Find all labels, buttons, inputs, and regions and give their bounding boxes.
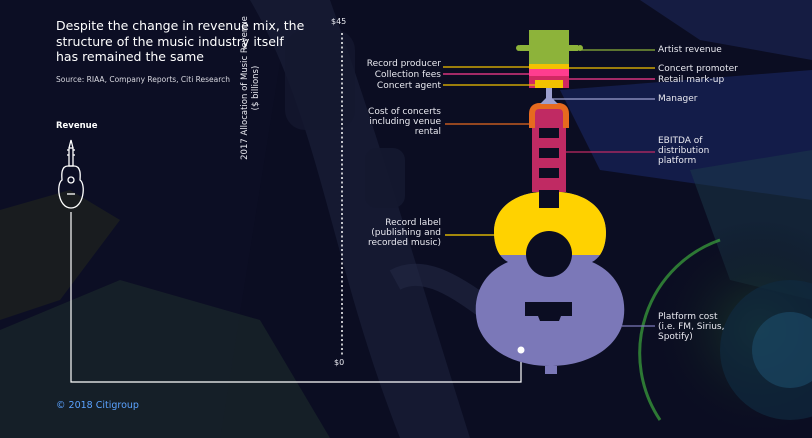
label-concerts-cost: Cost of concerts including venue rental — [300, 107, 441, 137]
label-platform-line2: (i.e. FM, Sirius, — [658, 322, 725, 332]
guitar-icon — [58, 139, 84, 209]
label-ebitda-line1: EBITDA of — [658, 136, 703, 146]
source-note: Source: RIAA, Company Reports, Citi Rese… — [56, 75, 231, 84]
end-pin — [545, 366, 557, 374]
label-ebitda-line3: platform — [658, 156, 697, 166]
label-concerts-line1: Cost of concerts — [368, 107, 441, 117]
label-record-label: Record label (publishing and recorded mu… — [300, 218, 441, 248]
label-ebitda: EBITDA of distribution platform — [658, 136, 709, 166]
revenue-label: Revenue — [56, 121, 98, 131]
revenue-marker — [517, 346, 525, 354]
neck-slot — [539, 190, 559, 208]
fret-slot — [539, 168, 559, 178]
fret-slot — [539, 128, 559, 138]
tuning-peg-right — [568, 45, 578, 51]
label-manager: Manager — [658, 94, 698, 104]
axis-top-tick: $45 — [331, 17, 347, 26]
artist-revenue-segment — [529, 30, 569, 64]
headline: Despite the change in revenue mix, the s… — [56, 18, 305, 64]
label-platform-cost: Platform cost (i.e. FM, Sirius, Spotify) — [658, 312, 724, 342]
label-artist-revenue: Artist revenue — [658, 45, 722, 55]
concert-promoter-stripe — [529, 64, 569, 69]
label-concerts-line2: including venue — [369, 117, 441, 127]
retail-markup-stripe — [529, 69, 569, 76]
label-collection-fees: Collection fees — [374, 70, 441, 80]
copyright: © 2018 Citigroup — [56, 400, 139, 411]
label-concert-promoter: Concert promoter — [658, 64, 738, 74]
manager-segment — [540, 88, 558, 104]
label-platform-line1: Platform cost — [658, 312, 718, 322]
peg-knob-left — [516, 45, 522, 51]
label-record-producer: Record producer — [366, 59, 441, 69]
collection-fees-stripe — [535, 80, 563, 88]
fret-slot — [539, 148, 559, 158]
revenue-connector — [70, 212, 522, 383]
label-platform-line3: Spotify) — [658, 332, 693, 342]
record-label-segment — [494, 191, 606, 255]
axis-bottom-tick: $0 — [334, 358, 345, 367]
bridge — [525, 302, 572, 321]
label-record-label-line2: (publishing and — [371, 228, 441, 238]
label-retail-markup: Retail mark-up — [658, 75, 725, 85]
label-concert-agent: Concert agent — [376, 81, 441, 91]
sound-hole — [526, 231, 572, 277]
label-ebitda-line2: distribution — [658, 146, 710, 156]
venue-cost-segment — [529, 103, 569, 128]
label-record-label-line3: recorded music) — [368, 238, 441, 248]
label-concerts-line3: rental — [414, 127, 441, 137]
label-record-label-line1: Record label — [385, 218, 441, 228]
tuning-peg-left — [520, 45, 530, 51]
